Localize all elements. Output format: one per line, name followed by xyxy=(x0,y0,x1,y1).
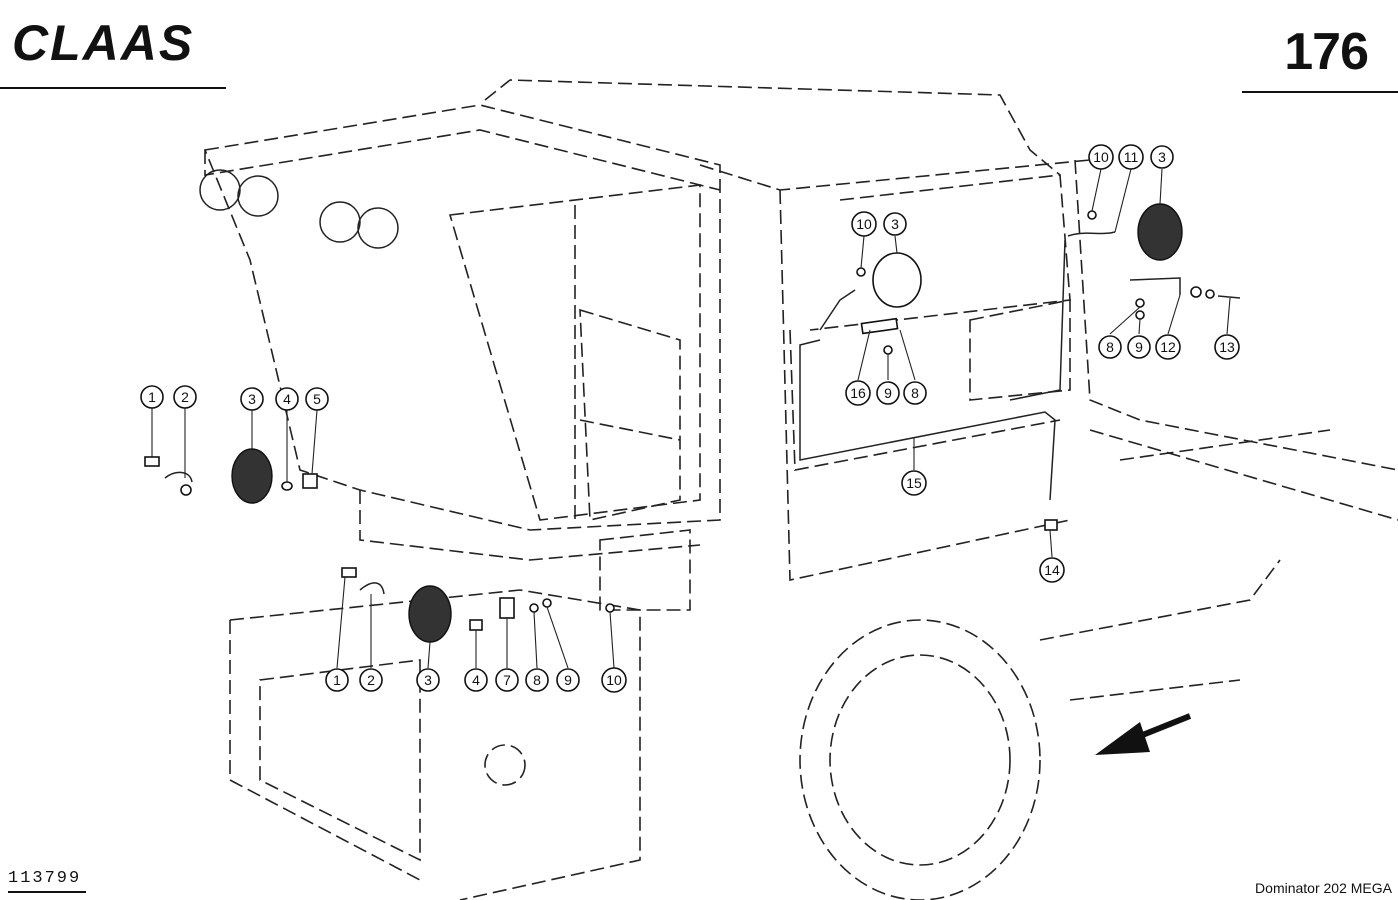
wheel-outline xyxy=(799,559,1281,900)
parts-right-group xyxy=(1044,203,1241,531)
callout-3-c: 3 xyxy=(883,212,907,236)
svg-text:8: 8 xyxy=(1106,339,1114,355)
svg-text:9: 9 xyxy=(884,385,892,401)
brand-text: CLAAS xyxy=(12,18,194,68)
svg-text:2: 2 xyxy=(367,672,375,688)
callout-4-b: 4 xyxy=(464,668,488,692)
direction-arrow-icon xyxy=(1095,713,1192,755)
callout-8-a: 8 xyxy=(525,668,549,692)
callout-1-b: 1 xyxy=(325,668,349,692)
svg-text:4: 4 xyxy=(472,672,480,688)
svg-text:15: 15 xyxy=(906,475,922,491)
svg-text:12: 12 xyxy=(1160,339,1176,355)
callout-9-a: 9 xyxy=(556,668,580,692)
parts-left-group xyxy=(144,448,318,504)
page-number: 176 xyxy=(1284,23,1369,81)
callout-7: 7 xyxy=(495,668,519,692)
callout-12: 12 xyxy=(1155,334,1181,360)
svg-text:8: 8 xyxy=(533,672,541,688)
callout-3-b: 3 xyxy=(416,668,440,692)
svg-text:4: 4 xyxy=(283,391,291,407)
svg-text:3: 3 xyxy=(248,391,256,407)
svg-text:3: 3 xyxy=(424,672,432,688)
svg-text:9: 9 xyxy=(1135,339,1143,355)
callout-3-a: 3 xyxy=(240,387,264,411)
callout-9-c: 9 xyxy=(1127,335,1151,359)
cab-outline xyxy=(203,104,721,611)
callout-13: 13 xyxy=(1214,334,1240,360)
callout-4-a: 4 xyxy=(275,387,299,411)
callout-leaders xyxy=(151,168,1231,669)
claas-logo: CLAAS xyxy=(12,15,232,73)
svg-text:10: 10 xyxy=(1093,149,1109,165)
callout-1-a: 1 xyxy=(140,385,164,409)
svg-text:9: 9 xyxy=(564,672,572,688)
model-name: Dominator 202 MEGA xyxy=(1255,880,1392,896)
svg-text:8: 8 xyxy=(911,385,919,401)
svg-text:3: 3 xyxy=(891,216,899,232)
roof-lights-outline xyxy=(199,169,399,249)
callout-2-a: 2 xyxy=(173,385,197,409)
callout-10-c: 10 xyxy=(1088,144,1114,170)
callout-10-a: 10 xyxy=(601,667,627,693)
callout-11: 11 xyxy=(1118,144,1144,170)
svg-text:13: 13 xyxy=(1219,339,1235,355)
callout-3-d: 3 xyxy=(1150,145,1174,169)
svg-text:11: 11 xyxy=(1124,149,1139,165)
front-body-outline xyxy=(229,589,641,900)
parts-center-group xyxy=(856,252,922,355)
callout-8-b: 8 xyxy=(903,381,927,405)
drawing-number: 113799 xyxy=(8,869,82,888)
svg-text:7: 7 xyxy=(503,672,511,688)
callout-15: 15 xyxy=(901,470,927,496)
callout-16: 16 xyxy=(845,380,871,406)
svg-text:10: 10 xyxy=(856,216,872,232)
callout-5: 5 xyxy=(305,387,329,411)
callout-10-b: 10 xyxy=(851,211,877,237)
svg-text:2: 2 xyxy=(181,389,189,405)
svg-text:1: 1 xyxy=(148,389,156,405)
svg-text:14: 14 xyxy=(1044,562,1060,578)
wiring-harness xyxy=(799,239,1066,501)
svg-text:1: 1 xyxy=(333,672,341,688)
parts-lower-group xyxy=(341,567,615,643)
svg-text:5: 5 xyxy=(313,391,321,407)
callout-8-c: 8 xyxy=(1098,335,1122,359)
callout-2-b: 2 xyxy=(359,668,383,692)
engine-housing-outline xyxy=(484,79,1398,581)
svg-text:16: 16 xyxy=(850,385,866,401)
callout-14: 14 xyxy=(1039,557,1065,583)
svg-text:10: 10 xyxy=(606,672,622,688)
callout-9-b: 9 xyxy=(876,381,900,405)
svg-text:3: 3 xyxy=(1158,149,1166,165)
